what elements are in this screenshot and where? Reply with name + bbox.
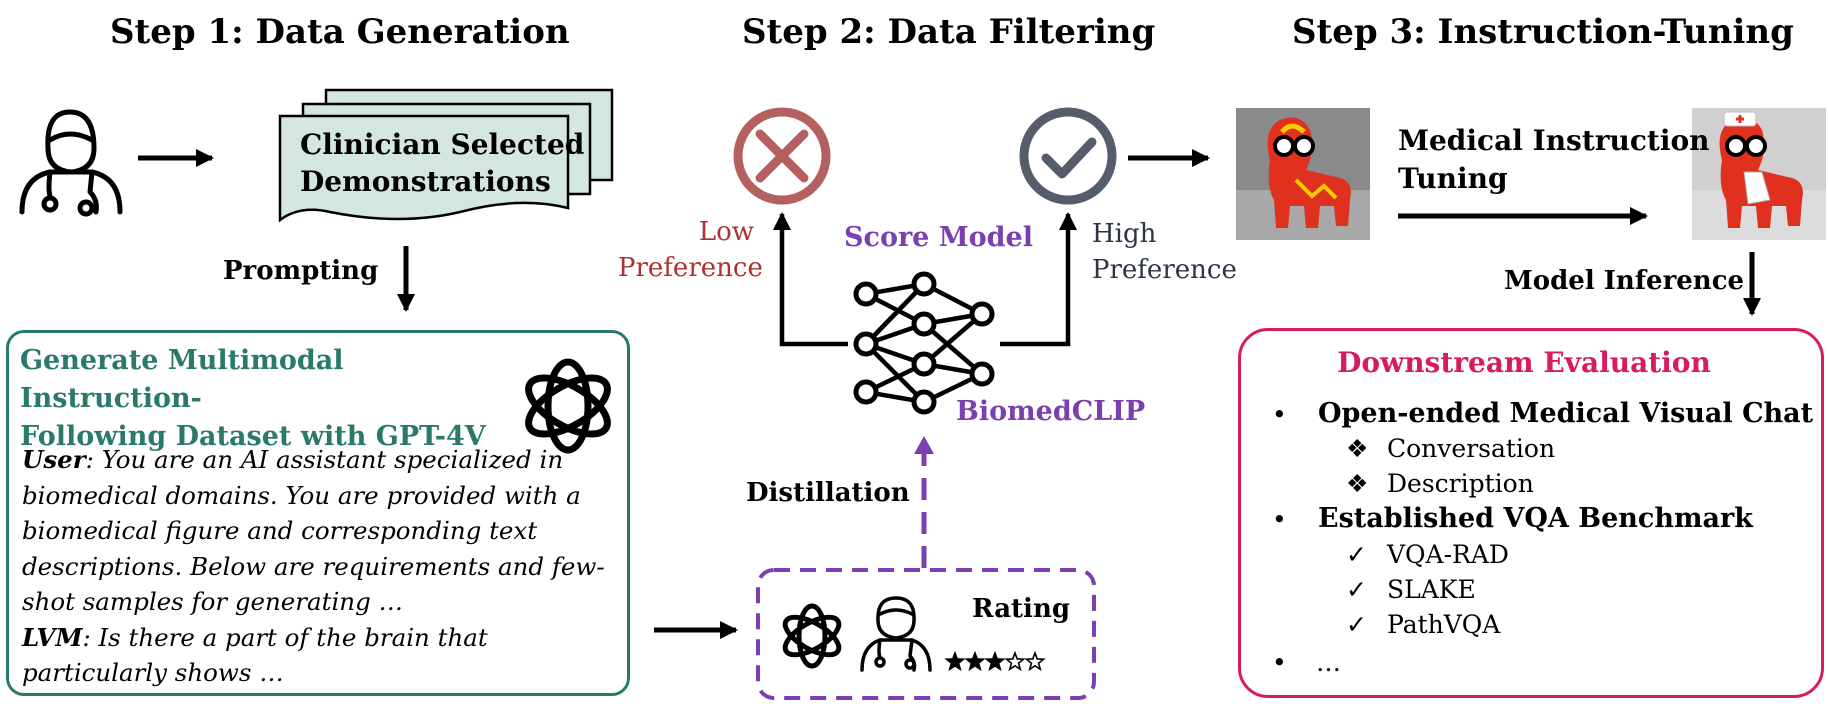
demonstrations-stack — [278, 88, 614, 223]
diamond-icon: ❖ — [1346, 434, 1369, 463]
demonstrations-line-1: Clinician Selected — [300, 128, 585, 161]
slake-item: SLAKE — [1387, 575, 1476, 604]
ellipsis-item: … — [1316, 648, 1341, 677]
high-pref-line-2: Preference — [1092, 255, 1237, 285]
star-filled-icon — [984, 650, 1006, 672]
user-label: User — [22, 445, 86, 474]
doctor-small-icon — [860, 596, 932, 672]
open-ended-item: Open-ended Medical Visual Chat — [1318, 398, 1814, 429]
downstream-evaluation-box — [1238, 328, 1824, 698]
star-filled-icon — [944, 650, 966, 672]
demonstrations-label: Clinician Selected Demonstrations — [300, 126, 584, 200]
demonstrations-line-2: Demonstrations — [300, 165, 551, 198]
openai-logo-large-icon — [525, 358, 611, 454]
openai-logo-icon — [782, 603, 842, 669]
lvm-label: LVM — [22, 622, 83, 652]
step1-title: Step 1: Data Generation — [110, 12, 570, 52]
user-text: : You are an AI assistant specialized in… — [22, 445, 605, 616]
gpt-title-line-1: Generate Multimodal Instruction- — [20, 345, 344, 414]
check-circle-icon — [1019, 107, 1117, 205]
medical-tuning-line-2: Tuning — [1398, 162, 1508, 195]
llama-doctor-image — [1692, 108, 1826, 240]
bullet-1: • — [1272, 400, 1287, 429]
high-pref-line-1: High — [1092, 219, 1157, 249]
check-icon: ✓ — [1346, 610, 1367, 639]
low-pref-line-2: Preference — [618, 253, 763, 283]
biomedclip-label: BiomedCLIP — [956, 396, 1146, 427]
diamond-icon: ❖ — [1346, 469, 1369, 498]
distillation-label: Distillation — [746, 478, 910, 508]
star-empty-icon — [1004, 650, 1026, 672]
star-filled-icon — [964, 650, 986, 672]
gpt-instruction-box — [6, 330, 630, 696]
rating-label: Rating — [972, 594, 1071, 624]
star-empty-icon — [1024, 650, 1046, 672]
bullet-2: • — [1272, 505, 1287, 534]
cross-circle-icon — [733, 107, 831, 205]
rating-box — [756, 568, 1096, 700]
step3-title: Step 3: Instruction-Tuning — [1292, 12, 1794, 52]
low-pref-line-1: Low — [698, 217, 754, 247]
score-model-label: Score Model — [844, 222, 1033, 253]
model-inference-label: Model Inference — [1504, 266, 1745, 296]
conversation-item: Conversation — [1387, 434, 1556, 463]
eval-title: Downstream Evaluation — [1337, 346, 1711, 379]
bullet-3: • — [1272, 648, 1287, 677]
prompting-label: Prompting — [223, 256, 379, 286]
pathvqa-item: PathVQA — [1387, 610, 1501, 639]
vqa-rad-item: VQA-RAD — [1387, 540, 1509, 569]
doctor-icon — [19, 109, 123, 217]
description-item: Description — [1387, 469, 1534, 498]
check-icon: ✓ — [1346, 575, 1367, 604]
established-item: Established VQA Benchmark — [1318, 503, 1753, 534]
step2-title: Step 2: Data Filtering — [742, 12, 1156, 52]
llama-image — [1236, 108, 1370, 240]
medical-tuning-label: Medical Instruction Tuning — [1398, 122, 1710, 198]
prompt-text: User: You are an AI assistant specialize… — [22, 442, 622, 691]
high-preference-label: High Preference — [1092, 216, 1237, 288]
check-icon: ✓ — [1346, 540, 1367, 569]
gpt-title-line-2: Following Dataset with GPT-4V — [20, 421, 486, 452]
lvm-text: : Is there a part of the brain that part… — [22, 622, 488, 688]
rating-stars — [944, 650, 1046, 672]
medical-tuning-line-1: Medical Instruction — [1398, 124, 1710, 157]
neural-network-icon — [853, 271, 995, 415]
low-preference-label: Low Preference — [618, 214, 763, 286]
gpt-box-title: Generate Multimodal Instruction- Followi… — [20, 342, 520, 456]
